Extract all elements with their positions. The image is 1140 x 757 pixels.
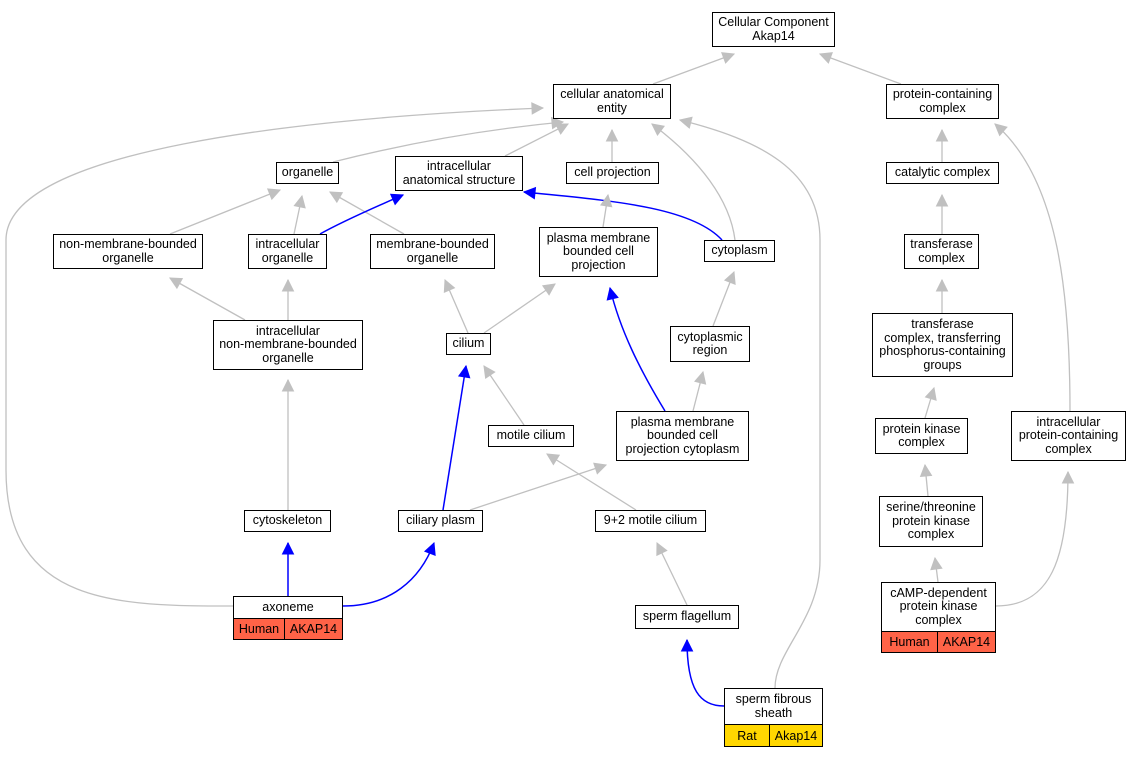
node-sperm-flagellum[interactable]: sperm flagellum: [635, 605, 739, 629]
arrowhead-sperm_flagellum-to-nine_plus_two_motile_cilium: [656, 541, 668, 557]
node-intracellular-organelle[interactable]: intracellular organelle: [248, 234, 327, 269]
node-plasma-membrane-bounded-cell-projection[interactable]: plasma membrane bounded cell projection: [539, 227, 658, 277]
node-axoneme[interactable]: axoneme: [233, 596, 343, 619]
arrowhead-cell_projection-to-cellular_anatomical_entity: [605, 128, 619, 142]
arrowhead-plasma_membrane_bounded_cell_projection-to-cell_projection: [599, 193, 613, 208]
edge-intracellular_non_membrane_bounded_organelle-to-non_membrane_bounded_organelle: [169, 277, 246, 321]
node-cell-projection[interactable]: cell projection: [566, 162, 659, 184]
species-cell: Human: [889, 635, 930, 649]
gene-symbol-cell: Akap14: [769, 725, 822, 746]
edge-motile_cilium-to-cilium: [483, 365, 525, 426]
species-cell: Human: [238, 622, 280, 636]
node-motile-cilium[interactable]: motile cilium: [488, 425, 574, 447]
arrowhead-cytoplasm-to-intracellular_anatomical_structure: [522, 186, 537, 200]
node-cilium[interactable]: cilium: [446, 333, 491, 355]
edge-ciliary_plasm-to-plasma_membrane_bounded_cell_projection_cytoplasm: [469, 464, 607, 511]
node-intracellular-protein-containing-complex[interactable]: intracellular protein-containing complex: [1011, 411, 1126, 461]
arrowhead-membrane_bounded_organelle-to-organelle: [329, 191, 344, 204]
arrowhead-camp_dependent_protein_kinase_complex-to-serine_threonine_protein_kinase_complex: [930, 556, 943, 571]
arrowhead-plasma_membrane_bounded_cell_projection_cytoplasm-to-cytoplasmic_region: [694, 370, 707, 385]
arrowhead-catalytic_complex-to-protein_containing_complex: [935, 128, 949, 142]
annotation-table-sperm-fibrous-sheath: Rat Akap14: [724, 724, 823, 747]
edge-non_membrane_bounded_organelle-to-organelle: [169, 189, 281, 235]
edge-cytoplasm-to-intracellular_anatomical_structure: [523, 191, 723, 241]
node-catalytic-complex[interactable]: catalytic complex: [886, 162, 999, 184]
annotation-table-axoneme: Human AKAP14: [233, 618, 343, 640]
node-transferase-complex-phosphorus[interactable]: transferase complex, transferring phosph…: [872, 313, 1013, 377]
node-intracellular-anatomical-structure[interactable]: intracellular anatomical structure: [395, 156, 523, 191]
node-cytoskeleton[interactable]: cytoskeleton: [244, 510, 331, 532]
arrowhead-cytoplasmic_region-to-cytoplasm: [723, 270, 736, 286]
edge-camp_dependent_protein_kinase_complex-to-intracellular_protein_containing_complex: [995, 471, 1069, 607]
annotation-table-camp-dependent: Human AKAP14: [881, 631, 996, 653]
node-plasma-membrane-bounded-cell-projection-cytoplasm[interactable]: plasma membrane bounded cell projection …: [616, 411, 749, 461]
node-serine-threonine-protein-kinase-complex[interactable]: serine/threonine protein kinase complex: [879, 496, 983, 547]
edge-organelle-to-cellular_anatomical_entity: [332, 121, 564, 163]
arrowhead-axoneme-to-ciliary_plasm: [423, 541, 436, 557]
arrowhead-ciliary_plasm-to-plasma_membrane_bounded_cell_projection_cytoplasm: [593, 462, 608, 475]
node-cytoplasm[interactable]: cytoplasm: [704, 240, 775, 262]
edge-intracellular_organelle-to-intracellular_anatomical_structure: [319, 194, 404, 235]
edge-ciliary_plasm-to-cilium: [442, 365, 467, 511]
arrowhead-motile_cilium-to-cilium: [483, 365, 496, 380]
gene-symbol-cell: AKAP14: [937, 632, 995, 652]
arrowhead-serine_threonine_protein_kinase_complex-to-protein_kinase_complex: [919, 463, 933, 478]
arrowhead-axoneme-to-cellular_anatomical_entity: [531, 102, 545, 115]
arrowhead-intracellular_non_membrane_bounded_organelle-to-intracellular_organelle: [281, 278, 295, 292]
species-cell: Rat: [737, 728, 757, 743]
arrowhead-cytoplasm-to-cellular_anatomical_entity: [651, 123, 665, 136]
edge-cytoplasm-to-cellular_anatomical_entity: [651, 123, 736, 241]
edge-axoneme-to-ciliary_plasm: [342, 542, 435, 607]
arrowhead-protein_containing_complex-to-cellular_component: [818, 52, 833, 64]
node-transferase-complex[interactable]: transferase complex: [904, 234, 979, 269]
edge-sperm_fibrous_sheath-to-sperm_flagellum: [686, 639, 725, 707]
edge-cilium-to-plasma_membrane_bounded_cell_projection: [483, 283, 556, 334]
arrowhead-cytoskeleton-to-intracellular_non_membrane_bounded_organelle: [281, 378, 295, 392]
arrowhead-cilium-to-plasma_membrane_bounded_cell_projection: [541, 283, 556, 296]
node-sperm-fibrous-sheath[interactable]: sperm fibrous sheath: [724, 688, 823, 725]
arrowhead-intracellular_anatomical_structure-to-cellular_anatomical_entity: [554, 123, 569, 135]
gene-symbol-cell: AKAP14: [284, 619, 342, 639]
node-protein-kinase-complex[interactable]: protein kinase complex: [875, 418, 968, 454]
arrowhead-ciliary_plasm-to-cilium: [457, 364, 471, 379]
node-cytoplasmic-region[interactable]: cytoplasmic region: [670, 326, 750, 362]
node-cellular-anatomical-entity[interactable]: cellular anatomical entity: [553, 84, 671, 119]
arrowhead-intracellular_non_membrane_bounded_organelle-to-non_membrane_bounded_organelle: [169, 277, 184, 290]
node-cellular-component[interactable]: Cellular Component Akap14: [712, 12, 835, 47]
arrowhead-transferase_complex-to-catalytic_complex: [935, 193, 949, 207]
arrowhead-non_membrane_bounded_organelle-to-organelle: [266, 188, 282, 201]
node-membrane-bounded-organelle[interactable]: membrane-bounded organelle: [370, 234, 495, 269]
node-camp-dependent-protein-kinase-complex[interactable]: cAMP-dependent protein kinase complex: [881, 582, 996, 632]
edge-nine_plus_two_motile_cilium-to-motile_cilium: [546, 453, 637, 511]
arrowhead-axoneme-to-cytoskeleton: [281, 541, 295, 555]
arrowhead-cellular_anatomical_entity-to-cellular_component: [721, 52, 736, 64]
edge-intracellular_anatomical_structure-to-cellular_anatomical_entity: [504, 123, 569, 157]
arrowhead-sperm_fibrous_sheath-to-cellular_anatomical_entity: [678, 116, 693, 129]
edge-intracellular_protein_containing_complex-to-protein_containing_complex: [994, 123, 1071, 412]
arrowhead-transferase_complex_phosphorus-to-transferase_complex: [935, 278, 949, 292]
arrowhead-protein_kinase_complex-to-transferase_complex_phosphorus: [924, 386, 937, 401]
arrowhead-nine_plus_two_motile_cilium-to-motile_cilium: [546, 453, 561, 466]
node-ciliary-plasm[interactable]: ciliary plasm: [398, 510, 483, 532]
arrowhead-camp_dependent_protein_kinase_complex-to-intracellular_protein_containing_complex: [1061, 470, 1075, 484]
edge-cellular_anatomical_entity-to-cellular_component: [652, 53, 735, 85]
node-nine-plus-two-motile-cilium[interactable]: 9+2 motile cilium: [595, 510, 706, 532]
edge-membrane_bounded_organelle-to-organelle: [329, 191, 405, 235]
node-intracellular-non-membrane-bounded-organelle[interactable]: intracellular non-membrane-bounded organ…: [213, 320, 363, 370]
node-organelle[interactable]: organelle: [276, 162, 339, 184]
arrowhead-sperm_fibrous_sheath-to-sperm_flagellum: [680, 638, 694, 652]
arrowhead-cilium-to-membrane_bounded_organelle: [443, 278, 456, 294]
edge-plasma_membrane_bounded_cell_projection_cytoplasm-to-plasma_membrane_bounded_cell_projection: [609, 287, 666, 412]
arrowhead-intracellular_organelle-to-organelle: [293, 194, 306, 209]
arrowhead-intracellular_organelle-to-intracellular_anatomical_structure: [389, 193, 405, 206]
node-protein-containing-complex[interactable]: protein-containing complex: [886, 84, 999, 119]
edge-protein_containing_complex-to-cellular_component: [819, 53, 902, 85]
node-non-membrane-bounded-organelle[interactable]: non-membrane-bounded organelle: [53, 234, 203, 269]
edge-sperm_fibrous_sheath-to-cellular_anatomical_entity: [679, 119, 821, 689]
edge-axoneme-to-cellular_anatomical_entity: [5, 107, 544, 607]
arrowhead-plasma_membrane_bounded_cell_projection_cytoplasm-to-plasma_membrane_bounded_cell_projection: [606, 286, 619, 301]
arrowhead-intracellular_protein_containing_complex-to-protein_containing_complex: [994, 123, 1008, 137]
